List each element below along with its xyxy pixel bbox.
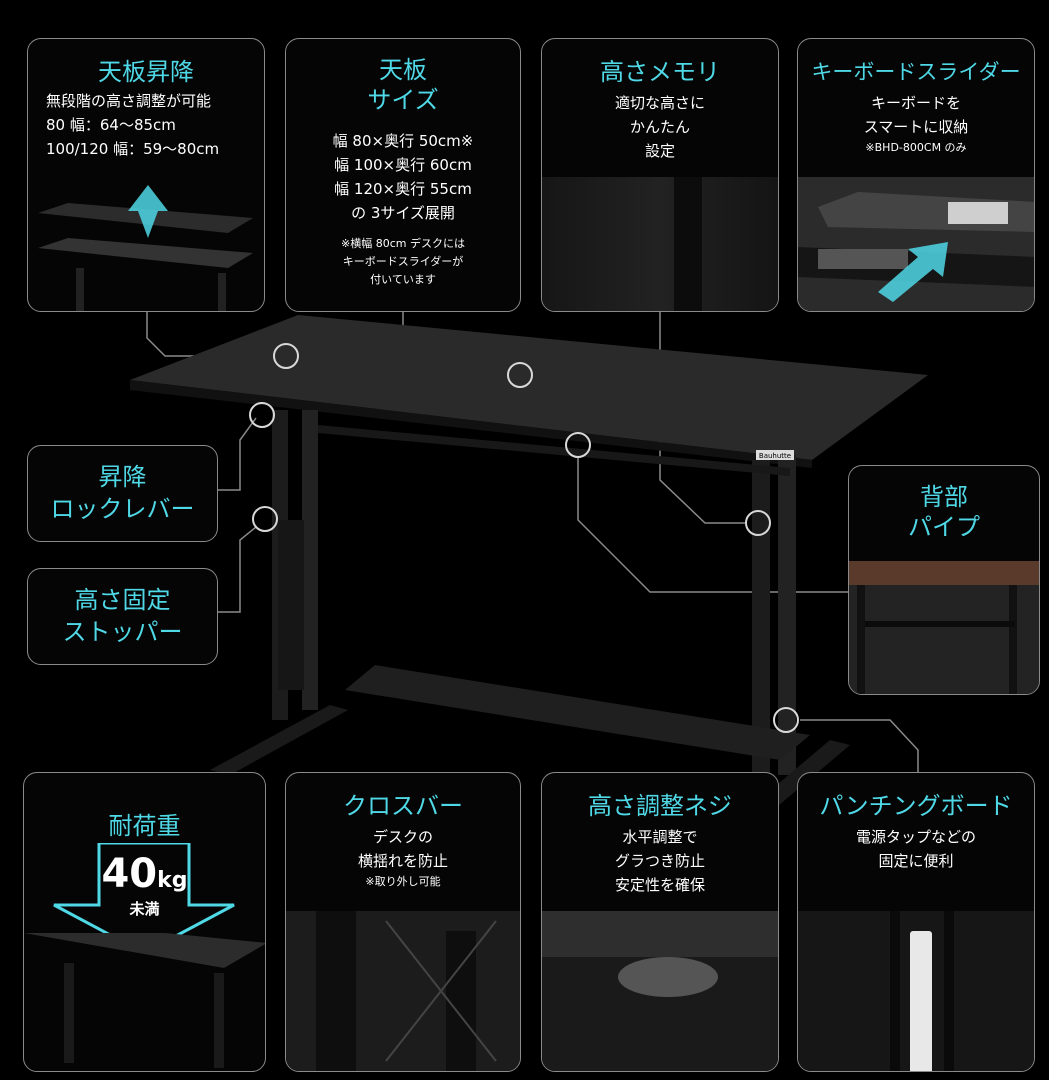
card-line: 適切な高さに [614, 94, 705, 112]
card-title-line: 高さ固定 [74, 586, 171, 614]
card-cross-bar: クロスバー デスクの 横揺れを防止 ※取り外し可能 [285, 772, 521, 1072]
down-arrow-icon [53, 843, 235, 953]
card-line: グラつき防止 [614, 852, 705, 870]
desk-icon [24, 933, 265, 1068]
callout-circle-back-pipe [565, 432, 591, 458]
card-line: スマートに収納 [863, 118, 969, 136]
load-unit: kg [157, 868, 188, 893]
card-keyboard-slider: キーボードスライダー キーボードを スマートに収納 ※BHD-800CM のみ [797, 38, 1035, 312]
card-title: 高さメモリ [600, 58, 720, 86]
callout-circle-stopper [252, 506, 278, 532]
card-tabletop-lift: 天板昇降 無段階の高さ調整が可能 80 幅：64～85cm 100/120 幅：… [27, 38, 265, 312]
card-note: キーボードスライダーが [342, 255, 464, 268]
card-line: の 3サイズ展開 [351, 204, 455, 222]
card-line: 無段階の高さ調整が可能 [46, 92, 212, 110]
card-line: 幅 80×奥行 50cm※ [332, 132, 474, 150]
card-line: デスクの [372, 828, 433, 846]
punching-board-photo [798, 911, 1034, 1071]
card-title-line: ロックレバー [50, 495, 195, 523]
card-note: ※取り外し可能 [365, 875, 441, 888]
card-title: 高さ調整ネジ [588, 792, 732, 820]
card-adjuster: 高さ調整ネジ 水平調整で グラつき防止 安定性を確保 [541, 772, 779, 1072]
card-height-stopper: 高さ固定 ストッパー [27, 568, 218, 665]
card-line: 固定に便利 [878, 852, 954, 870]
load-qualifier: 未満 [129, 900, 160, 918]
card-title: パンチングボード [819, 792, 1013, 820]
cross-bar-photo [286, 911, 520, 1071]
card-punching-board: パンチングボード 電源タップなどの 固定に便利 [797, 772, 1035, 1072]
card-title-line: 天板 [379, 56, 427, 84]
card-line: 水平調整で [622, 828, 698, 846]
callout-circle-lock-lever [249, 402, 275, 428]
card-title: 耐荷重 [108, 812, 181, 840]
card-title-line: サイズ [367, 86, 439, 114]
callout-circle-scale [745, 510, 771, 536]
adjuster-photo [542, 911, 778, 1071]
keyboard-slider-photo [798, 177, 1034, 311]
card-title: クロスバー [343, 792, 463, 820]
card-height-scale: 高さメモリ 適切な高さに かんたん 設定 [541, 38, 779, 312]
card-title-line: パイプ [908, 513, 980, 541]
card-load-capacity: 耐荷重 40kg 未満 [23, 772, 266, 1072]
card-title: キーボードスライダー [811, 60, 1021, 84]
card-note: ※横幅 80cm デスクには [341, 237, 465, 250]
callout-circle-lift [273, 343, 299, 369]
back-pipe-photo [849, 561, 1039, 694]
card-line: 80 幅：64～85cm [46, 116, 176, 134]
card-line: 横揺れを防止 [357, 852, 448, 870]
load-value: 40 [101, 851, 158, 897]
card-title-line: 昇降 [98, 463, 147, 491]
card-line: 100/120 幅：59～80cm [46, 140, 220, 158]
card-line: 幅 120×奥行 55cm [334, 180, 472, 198]
card-line: 電源タップなどの [855, 828, 976, 846]
card-note: 付いています [370, 273, 436, 286]
callout-circle-punching [773, 707, 799, 733]
card-title-line: ストッパー [62, 618, 183, 646]
card-line: 幅 100×奥行 60cm [334, 156, 472, 174]
card-line: 設定 [644, 142, 675, 160]
card-line: かんたん [629, 118, 690, 136]
card-title-line: 背部 [920, 483, 968, 511]
card-back-pipe: 背部 パイプ [848, 465, 1040, 695]
desk-logo: Bauhutte [759, 452, 791, 460]
card-lock-lever: 昇降 ロックレバー [27, 445, 218, 542]
callout-circle-size [507, 362, 533, 388]
card-title: 天板昇降 [98, 58, 194, 86]
card-line: キーボードを [870, 94, 961, 112]
desk-lift-icon [38, 185, 253, 311]
card-note: ※BHD-800CM のみ [865, 141, 967, 154]
height-scale-photo [542, 177, 778, 311]
card-line: 安定性を確保 [614, 876, 705, 894]
card-tabletop-size: 天板 サイズ 幅 80×奥行 50cm※ 幅 100×奥行 60cm 幅 120… [285, 38, 521, 312]
